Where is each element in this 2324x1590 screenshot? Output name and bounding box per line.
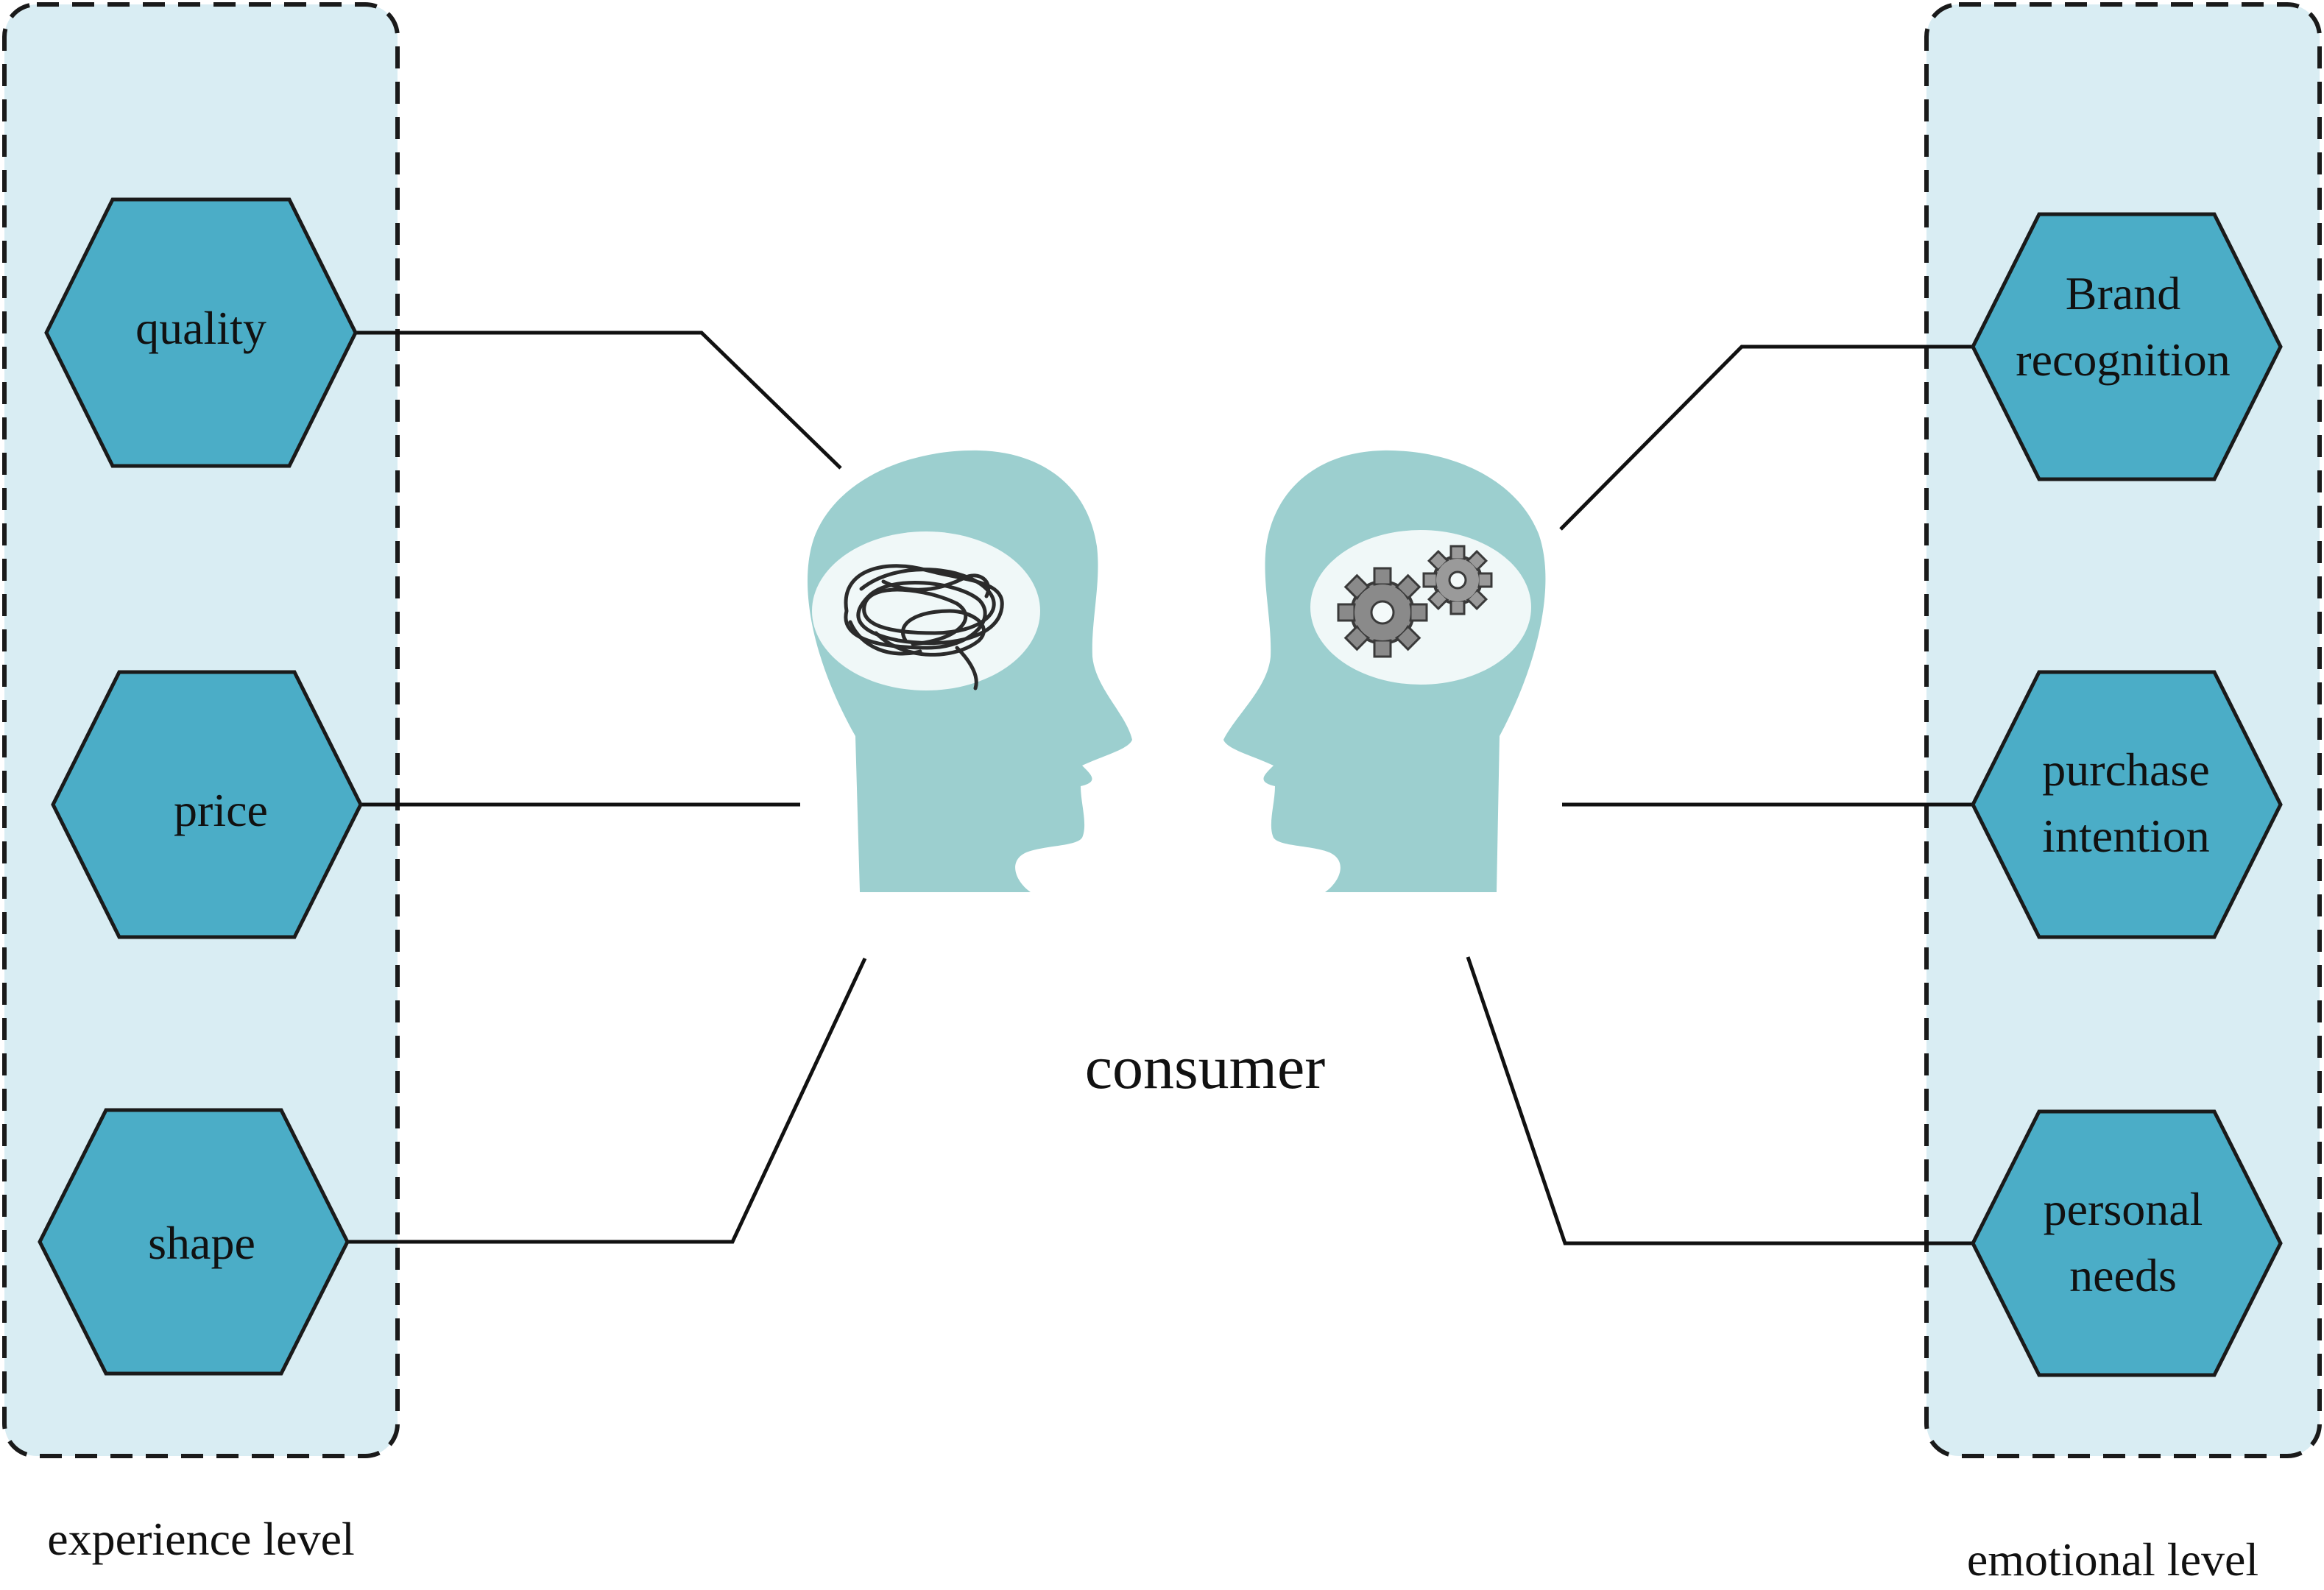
right-head-icon bbox=[1223, 450, 1546, 892]
consumer-label: consumer bbox=[1085, 1034, 1326, 1102]
hexagon-brand-recognition: Brand recognition bbox=[1971, 212, 2283, 481]
connector-shape bbox=[347, 957, 867, 1244]
hexagon-personal-needs-line2: needs bbox=[2069, 1249, 2177, 1301]
large-gear-icon bbox=[1337, 567, 1428, 658]
hexagon-quality: quality bbox=[44, 197, 358, 468]
hexagon-personal-needs-line1: personal bbox=[2044, 1183, 2203, 1235]
hexagon-shape-label: shape bbox=[148, 1217, 255, 1269]
left-head-icon bbox=[807, 450, 1132, 892]
small-gear-icon bbox=[1422, 545, 1493, 615]
hexagon-purchase-intention-line2: intention bbox=[2042, 810, 2210, 862]
hexagon-brand-recognition-line1: Brand bbox=[2066, 267, 2180, 319]
gears-icon bbox=[1337, 545, 1493, 658]
experience-level-caption: experience level bbox=[47, 1513, 355, 1565]
connectors bbox=[347, 331, 1973, 1246]
hexagon-purchase-intention-line1: purchase bbox=[2042, 743, 2209, 796]
hexagon-personal-needs: personal needs bbox=[1971, 1109, 2283, 1377]
hexagon-shape: shape bbox=[38, 1108, 350, 1376]
emotional-level-caption: emotional level bbox=[1967, 1533, 2258, 1586]
hexagon-quality-label: quality bbox=[135, 302, 266, 354]
connector-personal-needs bbox=[1466, 956, 1973, 1246]
connector-quality bbox=[356, 331, 842, 470]
tangled-thoughts-icon bbox=[844, 564, 1004, 690]
connector-brand-recognition bbox=[1559, 344, 1973, 531]
hexagon-price: price bbox=[51, 670, 363, 939]
hexagon-price-label: price bbox=[174, 784, 268, 836]
hexagon-purchase-intention: purchase intention bbox=[1971, 670, 2283, 939]
hexagon-brand-recognition-line2: recognition bbox=[2016, 333, 2230, 386]
